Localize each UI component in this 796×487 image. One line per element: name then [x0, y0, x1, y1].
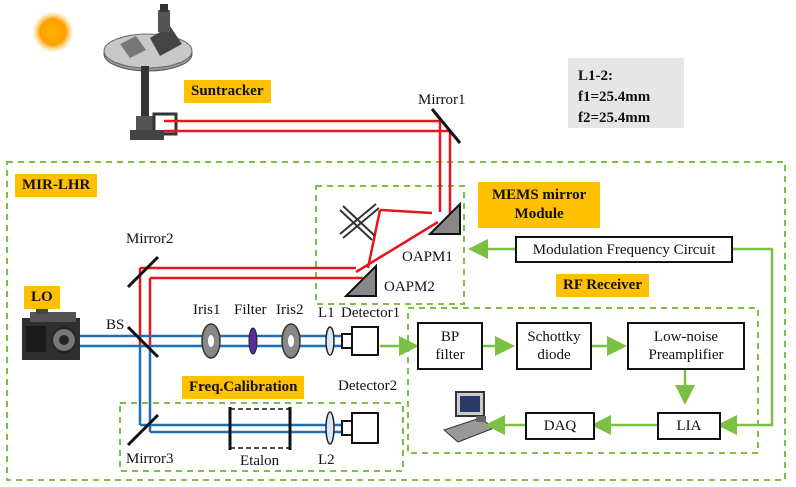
label-l1: L1: [318, 305, 335, 321]
label-oapm1: OAPM1: [402, 249, 453, 265]
suntracker-icon: [103, 4, 193, 140]
mirror2-shape: [126, 255, 160, 289]
label-mirror3: Mirror3: [126, 451, 174, 467]
mems-mirror-shape: [339, 203, 380, 241]
note-line1: L1-2:: [578, 68, 613, 84]
mems-module-region: [315, 185, 465, 305]
tag-suntracker: Suntracker: [184, 80, 271, 103]
label-detector1: Detector1: [341, 305, 401, 321]
red-beam: [138, 119, 452, 346]
label-detector2: Detector2: [338, 378, 398, 394]
tag-freq-calibration: Freq.Calibration: [182, 376, 305, 399]
tag-lo: LO: [24, 286, 60, 309]
label-mirror1: Mirror1: [418, 92, 466, 108]
oapm2-shape: [343, 263, 377, 297]
computer-icon: [443, 391, 496, 443]
label-l2: L2: [318, 452, 335, 468]
label-bs: BS: [106, 317, 125, 333]
tag-mems-line1: MEMS mirror: [492, 187, 587, 203]
mir-lhr-region: [6, 161, 786, 481]
bp-filter-line1: BP: [440, 329, 460, 345]
detector2-shape: [341, 412, 379, 444]
lens-l1-shape: [325, 326, 335, 356]
label-mirror2: Mirror2: [126, 231, 174, 247]
tag-mems-line2: Module: [514, 206, 564, 222]
detector1-shape: [341, 326, 379, 356]
sun-icon: [33, 12, 73, 52]
filter-shape: [248, 327, 258, 355]
daq-box: DAQ: [525, 412, 595, 440]
rf-receiver-region: [407, 307, 759, 454]
schottky-line2: diode: [537, 347, 571, 363]
tag-mir-lhr: MIR-LHR: [15, 174, 98, 197]
laser-icon: [22, 304, 80, 360]
mirror1-shape: [430, 108, 462, 144]
low-noise-preamplifier-box: Low-noise Preamplifier: [627, 322, 745, 370]
note-line2: f1=25.4mm: [578, 89, 651, 105]
lna-line1: Low-noise: [653, 329, 719, 345]
lens-l2-shape: [325, 411, 335, 445]
etalon-shape: [228, 407, 292, 450]
note-line3: f2=25.4mm: [578, 110, 651, 126]
schottky-line1: Schottky: [527, 329, 581, 345]
schottky-diode-box: Schottky diode: [516, 322, 592, 370]
bp-filter-line2: filter: [435, 347, 465, 363]
tag-rf-receiver: RF Receiver: [556, 274, 649, 297]
iris2-shape: [281, 323, 301, 359]
label-etalon: Etalon: [240, 453, 280, 469]
label-oapm2: OAPM2: [384, 279, 435, 295]
lens-focal-note: L1-2: f1=25.4mm f2=25.4mm: [568, 58, 684, 128]
signal-arrows: [380, 239, 774, 435]
label-iris1: Iris1: [193, 302, 221, 318]
lia-box: LIA: [657, 412, 721, 440]
tag-mems-module: MEMS mirror Module: [478, 182, 601, 228]
iris1-shape: [201, 323, 221, 359]
modulation-frequency-circuit-box: Modulation Frequency Circuit: [515, 236, 733, 263]
label-iris2: Iris2: [276, 302, 304, 318]
mirror3-shape: [126, 413, 160, 447]
lna-line2: Preamplifier: [648, 347, 724, 363]
oapm1-shape: [427, 201, 461, 235]
bp-filter-box: BP filter: [417, 322, 483, 370]
label-filter: Filter: [234, 302, 267, 318]
bs-shape: [126, 325, 160, 359]
